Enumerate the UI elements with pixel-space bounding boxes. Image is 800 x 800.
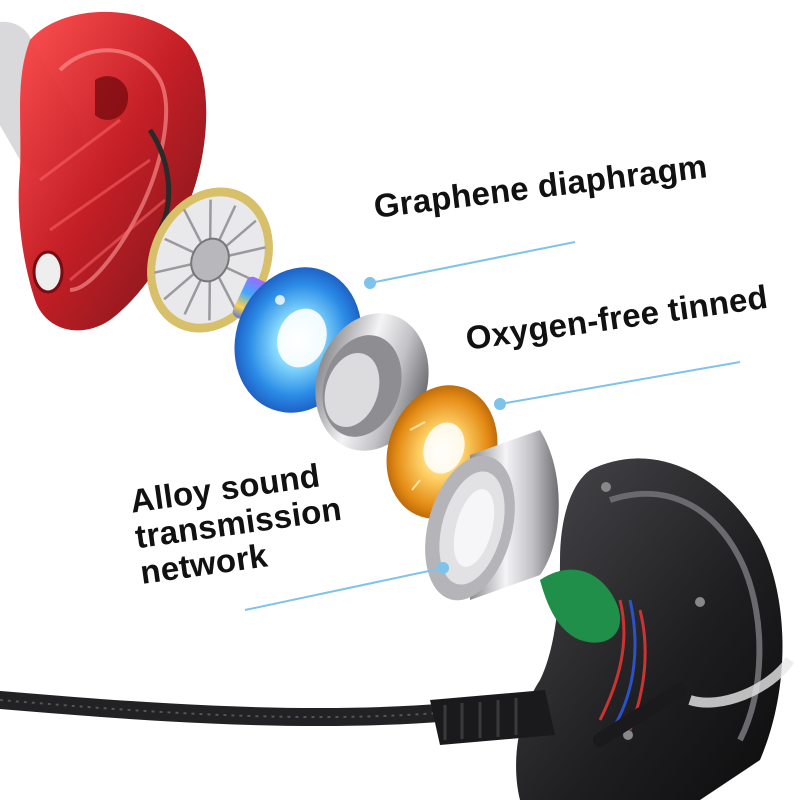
earphone-shell-black-icon — [516, 458, 795, 800]
alloy-leader-line — [244, 567, 444, 611]
oxygen-leader-line — [499, 361, 741, 405]
alloy-ring-icon — [315, 313, 429, 451]
pcb-icon — [540, 569, 621, 643]
alloy-leader-dot — [437, 562, 449, 574]
graphene-leader-line — [369, 241, 576, 284]
graphene-leader-dot — [364, 277, 376, 289]
leader-lines — [244, 241, 741, 611]
cable-icon — [0, 683, 687, 747]
oxygen-leader-dot — [494, 398, 506, 410]
